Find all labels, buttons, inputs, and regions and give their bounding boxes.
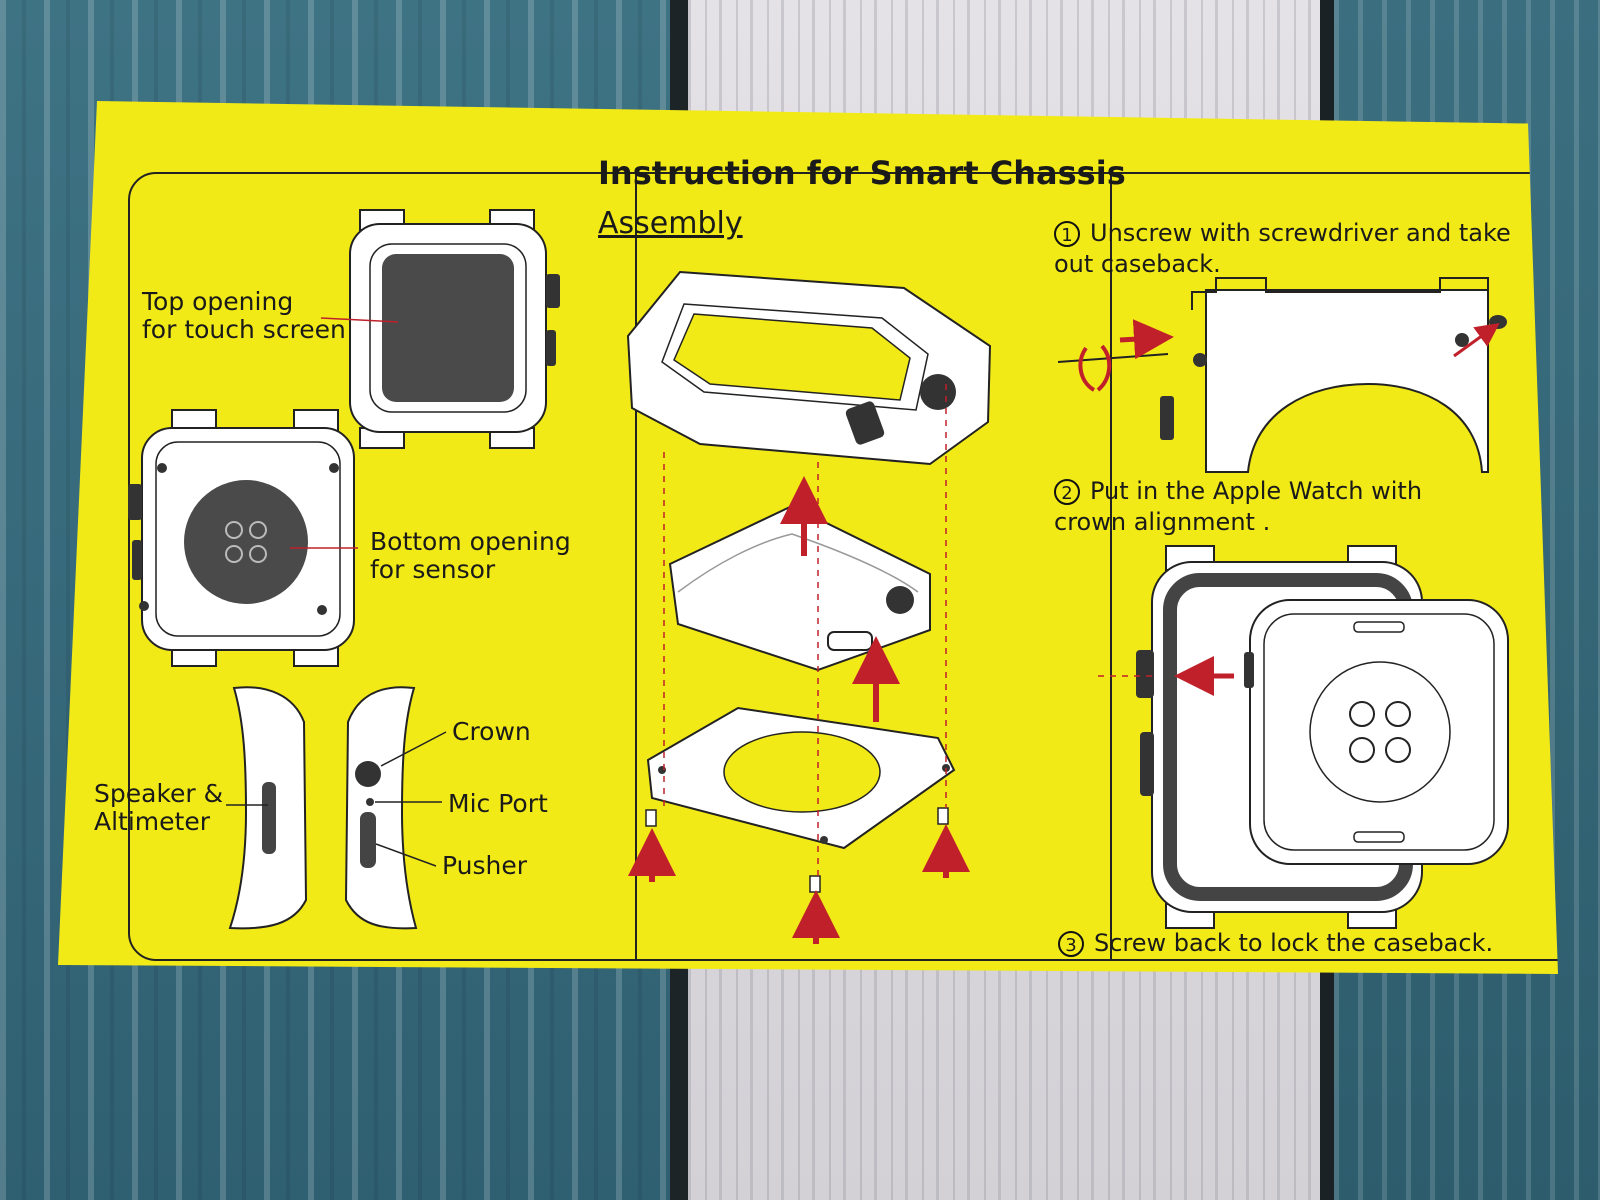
label-line: Altimeter	[94, 807, 210, 836]
step-2-illustration	[1098, 545, 1509, 929]
watch-back-view	[128, 409, 358, 667]
watch-side-views	[226, 686, 447, 930]
label-mic-port: Mic Port	[448, 789, 548, 818]
label-top-opening: Top opening for touch screen	[142, 288, 346, 344]
section-title: Assembly	[598, 206, 743, 241]
step-text: Unscrew with screwdriver and take out ca…	[1054, 219, 1511, 278]
watch-front-view	[320, 209, 560, 449]
label-speaker-altimeter: Speaker & Altimeter	[94, 780, 223, 836]
step-number: 2	[1054, 479, 1080, 505]
assembly-arrows	[628, 476, 970, 944]
label-line: Speaker &	[94, 779, 224, 808]
step-text: Screw back to lock the caseback.	[1094, 929, 1494, 957]
chassis-top-frame	[626, 270, 992, 466]
column-divider	[635, 174, 637, 959]
step-number: 1	[1054, 221, 1080, 247]
label-bottom-opening: Bottom opening for sensor	[370, 528, 571, 584]
label-line: Bottom opening	[370, 527, 571, 556]
instruction-sheet: Instruction for Smart Chassis Assembly	[58, 101, 1558, 974]
apple-watch-body	[668, 504, 931, 672]
step-number: 3	[1058, 931, 1084, 957]
alignment-guides	[663, 384, 947, 878]
label-line: Top opening	[142, 287, 294, 316]
illustration	[128, 209, 1509, 944]
label-line: for sensor	[370, 555, 496, 584]
step-3: 3 Screw back to lock the caseback.	[1058, 928, 1518, 959]
label-pusher: Pusher	[442, 851, 528, 880]
sheet-frame	[128, 172, 1558, 961]
column-divider	[1110, 174, 1112, 959]
step-1-illustration	[1057, 277, 1507, 473]
step-text: Put in the Apple Watch with crown alignm…	[1054, 477, 1423, 536]
caseback-ring	[646, 706, 956, 850]
label-crown: Crown	[452, 717, 531, 746]
label-line: for touch screen	[142, 315, 346, 344]
page-title: Instruction for Smart Chassis	[598, 154, 1126, 192]
